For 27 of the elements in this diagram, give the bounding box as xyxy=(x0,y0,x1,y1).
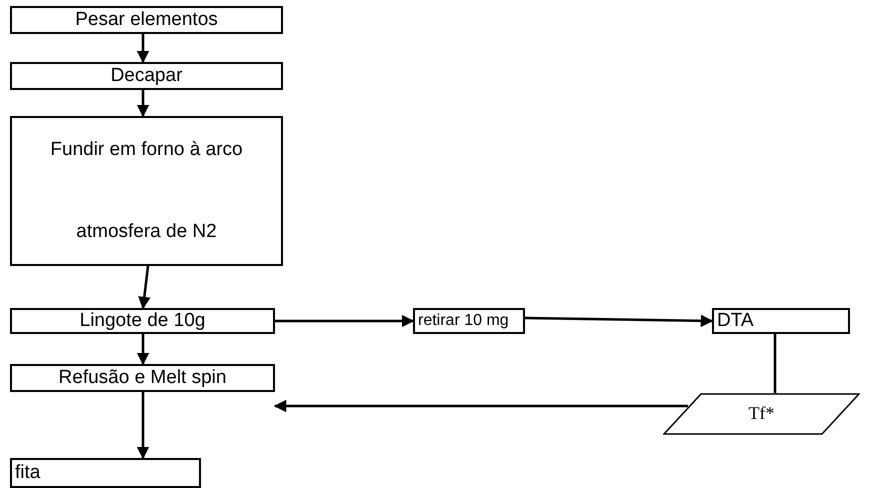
arrow xyxy=(275,314,414,328)
process-box xyxy=(10,6,283,34)
arrow xyxy=(274,400,688,412)
process-box xyxy=(10,308,275,334)
node-label: retirar 10 mg xyxy=(418,312,509,330)
arrow xyxy=(524,314,714,328)
arrow xyxy=(138,266,151,310)
process-box xyxy=(413,308,525,334)
node-label: Refusão e Melt spin xyxy=(58,368,226,388)
node-label: Decapar xyxy=(110,66,182,86)
process-box xyxy=(10,62,283,90)
node-label: Fundir em forno à arco atmosfera de N2 xyxy=(49,138,244,244)
arrow xyxy=(136,34,150,64)
node-label: fita xyxy=(15,462,40,484)
arrow xyxy=(136,392,150,460)
arrow xyxy=(136,90,150,118)
process-box xyxy=(10,458,201,488)
node-label: DTA xyxy=(717,310,754,332)
process-box xyxy=(712,308,850,334)
connector-line xyxy=(774,334,776,393)
node-label: Lingote de 10g xyxy=(80,310,206,332)
process-box xyxy=(10,116,283,266)
node-label: Tf* xyxy=(748,404,774,424)
arrow xyxy=(136,334,150,366)
node-label: Pesar elementos xyxy=(75,10,218,30)
data-parallelogram xyxy=(663,393,860,435)
process-box xyxy=(10,364,275,392)
